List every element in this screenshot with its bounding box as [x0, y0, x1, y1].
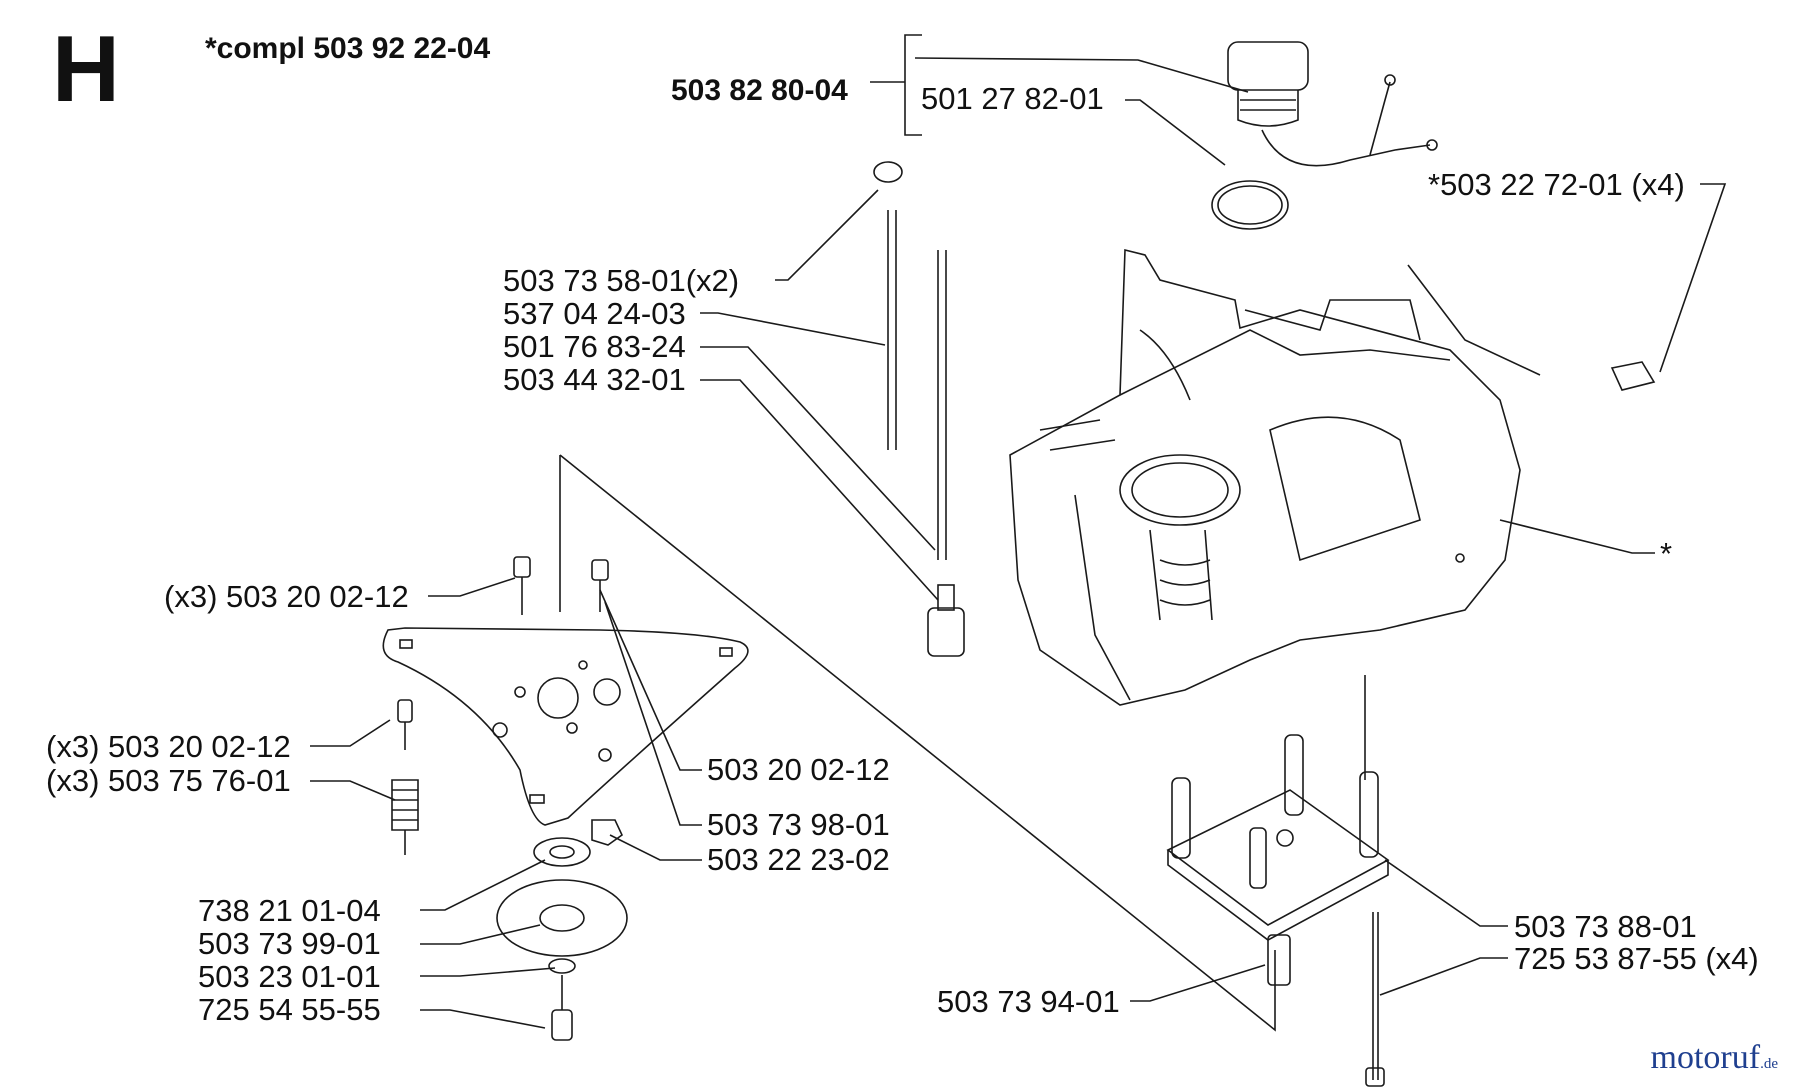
leader-nut	[1659, 183, 1727, 373]
label-mount: 503 73 88-01	[1514, 909, 1697, 944]
label-bushing: 503 73 98-01	[707, 807, 890, 842]
leader-hose-b	[700, 346, 936, 551]
label-cap-kit: 503 82 80-04	[671, 74, 848, 107]
leader-flange	[420, 924, 541, 945]
label-flange: 503 73 99-01	[198, 926, 381, 961]
leader-long-diag	[559, 454, 1276, 1032]
label-screw-right: 503 20 02-12	[707, 752, 890, 787]
washer-part	[548, 958, 576, 974]
label-long-bolt: 725 53 87-55 (x4)	[1514, 941, 1759, 976]
label-grommet: 503 73 58-01(x2)	[503, 263, 740, 298]
bolt-part	[551, 975, 573, 1041]
label-filter: 503 44 32-01	[503, 362, 686, 397]
label-crankcase: *	[1660, 536, 1673, 571]
watermark-logo: motoruf.de	[1651, 1039, 1778, 1077]
compl-label: *compl 503 92 22-04	[205, 32, 491, 65]
mounting-plate-part	[382, 627, 749, 826]
flange-part	[496, 879, 628, 957]
leader-long-bolt	[1379, 957, 1508, 996]
section-letter: H	[52, 16, 120, 121]
label-screw-left: (x3) 503 20 02-12	[46, 729, 291, 764]
label-nut: *503 22 72-01 (x4)	[1428, 167, 1685, 202]
leader-crankcase	[1499, 519, 1655, 554]
label-o-ring: 501 27 82-01	[921, 81, 1104, 116]
fuel-filter-part	[927, 607, 965, 657]
screw-top-a-part	[513, 556, 531, 615]
leader-buffer-left	[310, 780, 396, 801]
buffer-left-part	[391, 779, 419, 855]
label-sleeve: 503 73 94-01	[937, 984, 1120, 1019]
label-buffer-left: (x3) 503 75 76-01	[46, 763, 291, 798]
screw-left-part	[397, 699, 413, 750]
leader-screw-right	[599, 589, 702, 771]
leader-hose-a	[700, 312, 886, 346]
long-bolt-part	[1365, 912, 1385, 1087]
sleeve-part	[1267, 934, 1291, 986]
grommet-part	[873, 161, 903, 183]
leader-washer	[420, 967, 556, 977]
leader-bushing	[604, 601, 702, 826]
watermark-brand: motoruf	[1650, 1039, 1761, 1076]
label-washer-nut: 503 22 23-02	[707, 842, 890, 877]
watermark-suffix: .de	[1760, 1056, 1778, 1072]
leader-filter	[700, 379, 939, 601]
leader-bearing	[420, 859, 546, 911]
cap-kit-bracket	[904, 34, 922, 136]
leader-grommet	[775, 189, 879, 281]
leader-bolt	[420, 1009, 546, 1029]
leader-cap	[914, 57, 1249, 93]
label-washer: 503 23 01-01	[198, 959, 381, 994]
leader-oring	[1125, 99, 1226, 166]
leader-sleeve	[1130, 964, 1266, 1002]
bearing-part	[533, 837, 591, 867]
screw-top-b-part	[591, 559, 609, 612]
label-screw-top: (x3) 503 20 02-12	[164, 579, 409, 614]
nut-part	[1610, 361, 1656, 391]
leader-mount	[1384, 859, 1508, 927]
leader-washer-nut	[609, 834, 702, 861]
label-bearing: 738 21 01-04	[198, 893, 381, 928]
o-ring-part	[1211, 180, 1289, 230]
leader-screw-left	[310, 719, 391, 747]
label-hose-a: 537 04 24-03	[503, 296, 686, 331]
mount-part	[1166, 734, 1390, 941]
label-bolt: 725 54 55-55	[198, 992, 381, 1027]
crankcase-part	[1009, 248, 1521, 706]
label-hose-b: 501 76 83-24	[503, 329, 686, 364]
fuel-cap-part	[1227, 41, 1438, 167]
bushing-part	[591, 819, 624, 846]
leader-screw-top	[428, 577, 516, 597]
